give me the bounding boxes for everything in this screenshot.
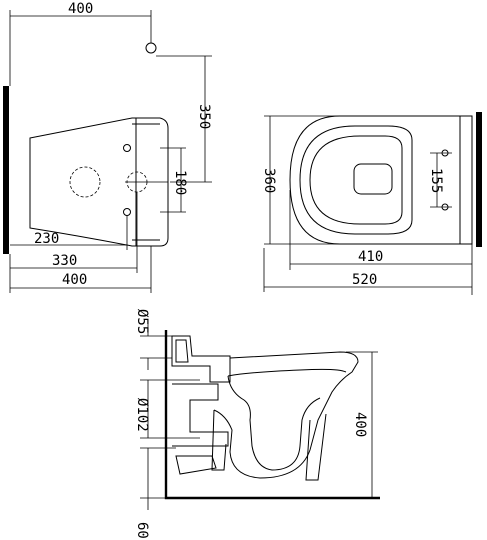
plan-outlet-circle [145, 42, 157, 54]
plan-dim-height: 350 [196, 104, 212, 129]
side-dim-height: 400 [352, 412, 368, 437]
top-dim-width: 360 [261, 168, 277, 193]
side-outlet [172, 383, 229, 447]
side-view: Ø55 Ø102 60 400 [134, 309, 380, 539]
side-dim-floor: 60 [134, 522, 150, 539]
top-seat-inner [309, 135, 403, 225]
side-bowl [213, 351, 359, 479]
plan-hole-bottom [123, 208, 131, 216]
side-dim-inlet: Ø55 [134, 309, 150, 334]
top-dim-bolt-spacing: 155 [428, 168, 444, 193]
top-bowl-outline [289, 115, 461, 245]
plan-wall [3, 86, 9, 254]
top-view: 360 155 410 520 [261, 112, 482, 295]
plan-outlet-dashed [69, 166, 101, 198]
plan-dim-hole-spacing: 180 [172, 170, 188, 195]
plan-dim-400-bottom: 400 [62, 272, 87, 288]
plan-dim-width: 400 [68, 1, 93, 17]
top-opening [353, 163, 393, 195]
top-seat [299, 125, 413, 235]
plan-view: 400 350 180 230 330 400 [3, 1, 212, 293]
side-inlet-pipe [171, 335, 231, 383]
plan-dim-330: 330 [52, 253, 77, 269]
top-dim-520: 520 [352, 272, 377, 288]
top-dim-410: 410 [358, 249, 383, 265]
plan-pan-outline [29, 117, 169, 247]
plan-hole-top [123, 144, 131, 152]
plan-dim-230: 230 [34, 231, 59, 247]
top-wall [476, 112, 482, 247]
side-dim-outlet: Ø102 [134, 398, 150, 432]
